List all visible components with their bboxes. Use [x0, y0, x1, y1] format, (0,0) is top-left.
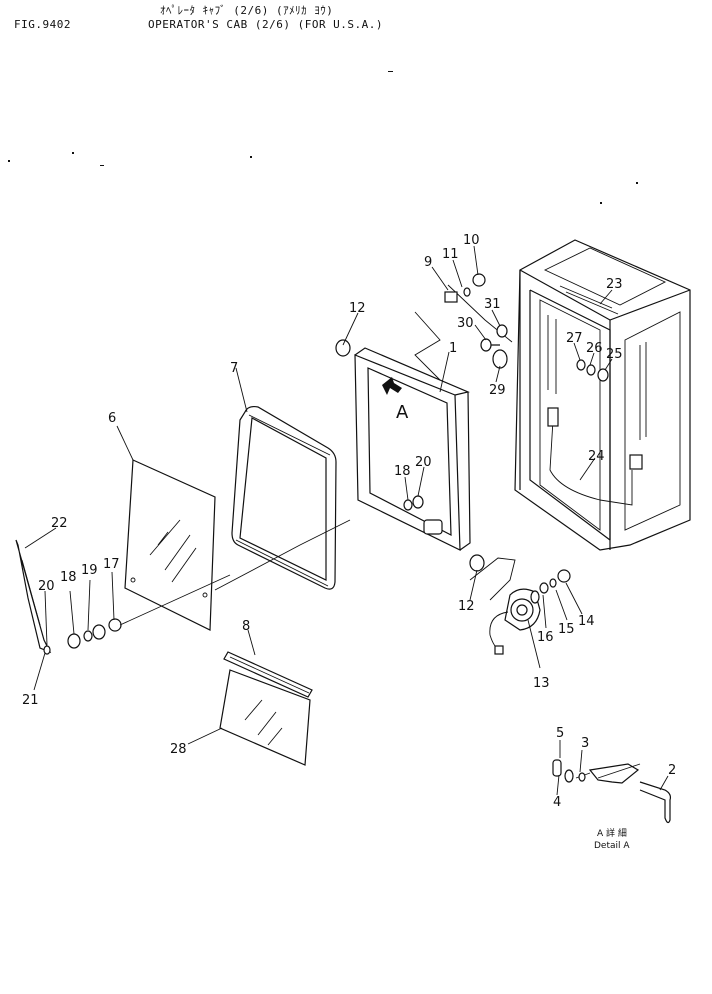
callout-6: 6	[108, 411, 116, 426]
callout-27: 27	[566, 331, 583, 346]
detail-a-label-en: Detail A	[594, 841, 630, 851]
callout-8: 8	[242, 619, 250, 634]
callout-14: 14	[578, 614, 595, 629]
door-glass	[124, 459, 216, 631]
view-arrow-a: A	[382, 377, 409, 423]
callout-29: 29	[489, 383, 506, 398]
callout-7: 7	[230, 361, 238, 376]
callout-12-top: 12	[349, 301, 366, 316]
weatherstrip	[231, 405, 337, 590]
wiper-assembly	[15, 519, 351, 655]
callout-9: 9	[424, 255, 432, 270]
callout-numbers: 1 2 3 4 5 6 7 8 9 10 11 12 12 13 14 15 1…	[22, 233, 676, 810]
detail-a-label-jp: A 詳 細	[597, 827, 627, 839]
lower-glass	[219, 669, 311, 766]
callout-25: 25	[606, 347, 623, 362]
callout-20-wiper: 20	[38, 579, 55, 594]
callout-19: 19	[81, 563, 98, 578]
view-marker-a: A	[396, 402, 409, 423]
glass-seal	[223, 651, 313, 698]
detail-a-assembly: A 詳 細 Detail A	[552, 759, 672, 851]
callout-23: 23	[606, 277, 623, 292]
callout-30: 30	[457, 316, 474, 331]
callout-1: 1	[449, 341, 457, 356]
callout-13: 13	[533, 676, 550, 691]
frame-hardware	[335, 273, 609, 572]
callout-12-bottom: 12	[458, 599, 475, 614]
callout-31: 31	[484, 297, 501, 312]
scan-specks	[8, 71, 638, 204]
callout-21: 21	[22, 693, 39, 708]
leader-lines	[24, 245, 669, 796]
callout-17: 17	[103, 557, 120, 572]
callout-26: 26	[586, 341, 603, 356]
callout-18-wiper: 18	[60, 570, 77, 585]
callout-28: 28	[170, 742, 187, 757]
callout-15: 15	[558, 622, 575, 637]
door-frame	[354, 284, 513, 551]
wiper-motor	[469, 557, 571, 655]
callout-4: 4	[553, 795, 561, 810]
figure-number: FIG.9402	[14, 18, 71, 31]
callout-11: 11	[442, 247, 459, 262]
cab-body	[514, 239, 691, 551]
callout-10: 10	[463, 233, 480, 248]
callout-2: 2	[668, 763, 676, 778]
callout-3: 3	[581, 736, 589, 751]
callout-22: 22	[51, 516, 68, 531]
title-english: OPERATOR'S CAB (2/6) (FOR U.S.A.)	[148, 18, 384, 31]
callout-18-frame: 18	[394, 464, 411, 479]
callout-16: 16	[537, 630, 554, 645]
title-japanese: ｵﾍﾟﾚｰﾀ ｷｬﾌﾞ (2/6) (ｱﾒﾘｶ ﾖｳ)	[160, 4, 334, 17]
callout-24: 24	[588, 449, 605, 464]
callout-5: 5	[556, 726, 564, 741]
callout-20-frame: 20	[415, 455, 432, 470]
